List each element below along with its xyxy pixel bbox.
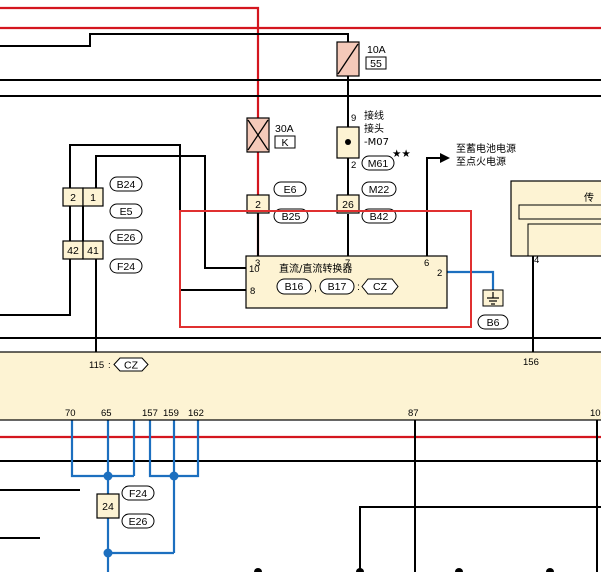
row1-pin-b: 1 — [90, 192, 96, 204]
row2-tag-bottom: F24 — [117, 261, 135, 273]
blue-wire-70-65 — [70, 420, 134, 478]
bus-pin-87: 87 — [408, 408, 419, 419]
row2-pin-b: 41 — [87, 245, 99, 257]
splice-pin-bottom: 2 — [351, 160, 356, 171]
fuse-10a: 10A 55 — [336, 41, 387, 77]
bus-pin-162: 162 — [188, 408, 204, 419]
splice-label-line1: 接线 — [364, 109, 384, 122]
splice-dot — [345, 139, 351, 145]
junction-dot — [103, 548, 113, 558]
bus-pin-65: 65 — [101, 408, 112, 419]
row1-pin-a: 2 — [70, 192, 76, 204]
svg-text:,: , — [314, 282, 317, 294]
red-wire-top — [0, 6, 260, 257]
bus-connector-pin: 115 — [89, 360, 104, 371]
fuse-10a-rating: 10A — [367, 44, 386, 56]
svg-text::: : — [108, 360, 111, 371]
mid-tag-right-top: M22 — [369, 184, 390, 196]
right-box-title: 传 — [584, 192, 594, 204]
converter-pin-6: 6 — [424, 258, 429, 269]
converter-pin-10: 10 — [249, 264, 260, 275]
mid-tag-right-bottom: B42 — [370, 211, 389, 223]
fuse-30a-rating: 30A — [275, 123, 294, 135]
wire-8 — [0, 144, 246, 316]
splice-pin-top: 9 — [351, 113, 356, 124]
row1-tag-top: B24 — [117, 179, 136, 191]
wire-10 — [95, 155, 246, 269]
left-connector-row1: 2 1 B24 E5 — [62, 176, 143, 219]
bus-pin-156: 156 — [523, 357, 539, 368]
splice-label-line2: 接头 — [364, 122, 384, 135]
converter-conn3: CZ — [373, 281, 388, 293]
converter-pin-7: 7 — [345, 258, 350, 269]
ground-tag-label: B6 — [487, 317, 500, 329]
bus-pin-70: 70 — [65, 408, 76, 419]
converter-conn1: B16 — [285, 281, 304, 293]
wire-6-up — [426, 157, 440, 256]
mid-connector-left: 2 E6 B25 — [246, 181, 309, 224]
arrow-right-icon — [440, 153, 450, 163]
mid-pin-left: 2 — [255, 199, 261, 211]
highlight-box — [179, 210, 472, 328]
bottom-connector-tag-top: F24 — [129, 488, 147, 500]
right-component-box: 传 4 — [510, 180, 601, 266]
bottom-edge-dots — [254, 568, 554, 572]
right-box-pin: 4 — [534, 255, 539, 266]
power-note-line1: 至蓄电池电源 — [456, 142, 516, 155]
mid-tag-left-top: E6 — [284, 184, 297, 196]
power-note-line2: 至点火电源 — [456, 155, 506, 168]
converter-pin-2: 2 — [437, 268, 442, 279]
bottom-connector-pin: 24 — [102, 501, 114, 513]
ground-icon — [482, 289, 504, 307]
bus-bar: 115 : CZ 156 70 65 157 159 162 87 10 — [0, 351, 601, 421]
blue-junctions — [103, 471, 179, 558]
junction-dot — [169, 471, 179, 481]
bus-connector-tag: CZ — [124, 360, 139, 372]
splice-m07: 9 2 接线 接头 -M07 ★★ M61 — [336, 109, 411, 171]
converter-pin-3: 3 — [255, 258, 260, 269]
junction-dot — [103, 471, 113, 481]
black-wire-step — [0, 33, 349, 47]
blue-wire-ground — [447, 270, 495, 290]
converter-conn2: B17 — [328, 281, 347, 293]
bottom-connector: 24 F24 E26 — [96, 485, 155, 529]
svg-text::: : — [357, 281, 360, 293]
mid-pin-right: 26 — [342, 199, 354, 211]
fuse-10a-number: 55 — [370, 58, 382, 70]
dcdc-converter: 3 10 8 7 6 2 直流/直流转换器 B16 , B17 : CZ — [245, 255, 448, 309]
fuse-30a: 30A K — [246, 117, 296, 153]
row1-tag-bottom: E5 — [120, 206, 133, 218]
mid-tag-left-bottom: B25 — [282, 211, 301, 223]
bus-pin-157: 157 — [142, 408, 158, 419]
red-wires — [0, 6, 601, 439]
fuse-30a-number: K — [281, 137, 288, 149]
splice-stars: ★★ — [392, 148, 411, 160]
mid-connector-right: 26 M22 B42 — [336, 181, 397, 224]
splice-label-line3: -M07 — [364, 137, 389, 148]
converter-title: 直流/直流转换器 — [279, 262, 352, 275]
blue-wires — [70, 270, 495, 572]
left-connector-row2: 42 41 E26 F24 — [62, 229, 143, 274]
wire-bottom-loop — [359, 506, 601, 572]
row2-tag-top: E26 — [117, 232, 136, 244]
bus-pin-10: 10 — [590, 408, 601, 419]
bus-pin-159: 159 — [163, 408, 179, 419]
black-wires — [0, 33, 601, 572]
converter-pin-8: 8 — [250, 286, 255, 297]
row2-pin-a: 42 — [67, 245, 79, 257]
bottom-connector-tag-bottom: E26 — [129, 516, 148, 528]
splice-connector-tag: M61 — [368, 158, 389, 170]
ground-tag: B6 — [477, 314, 509, 330]
